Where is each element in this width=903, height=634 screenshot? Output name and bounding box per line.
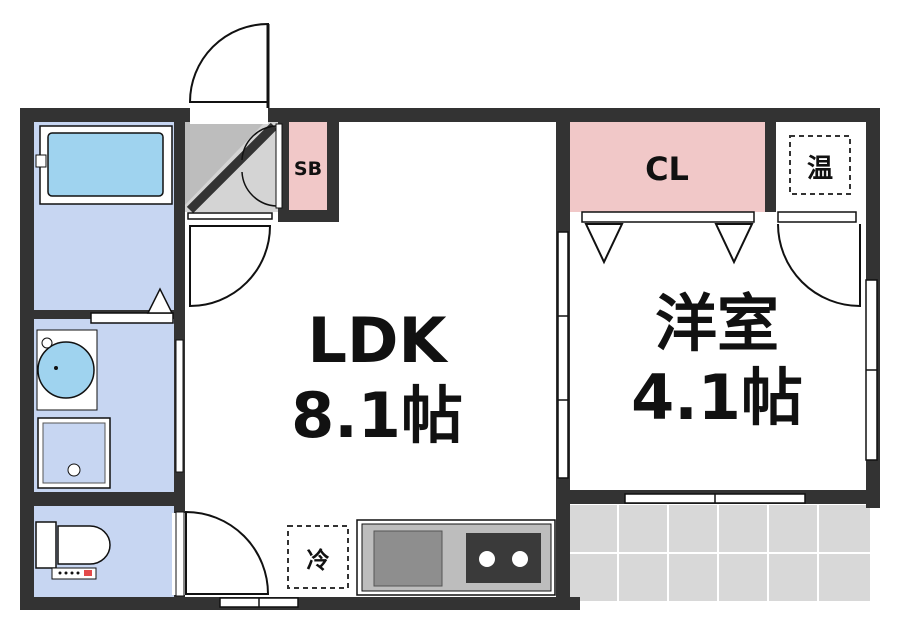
drain-icon <box>67 463 81 477</box>
closet-door-right[interactable] <box>714 223 754 265</box>
stove-icon <box>466 533 541 583</box>
sb-door-frame <box>275 123 283 209</box>
bathtub <box>47 132 164 197</box>
ldk-door-swing[interactable] <box>189 225 272 308</box>
fridge-space <box>287 525 349 589</box>
shoe-box-label: SB <box>294 158 322 180</box>
front-door-gap <box>190 104 268 124</box>
washroom-sliding-door[interactable] <box>175 339 184 473</box>
shoe-box <box>289 122 327 210</box>
toilet-door-frame <box>175 511 185 597</box>
burner-icon <box>479 551 495 567</box>
washbasin-icon <box>37 341 95 399</box>
burner-icon <box>512 551 528 567</box>
bath-faucet-icon <box>35 154 47 168</box>
western-room-name: 洋室 <box>655 287 779 360</box>
sb-door-upper[interactable] <box>241 125 277 161</box>
toilet-door-swing[interactable] <box>185 510 270 595</box>
balcony-tiles <box>570 505 870 601</box>
ldk-size: 8.1帖 <box>291 379 463 452</box>
sb-door-lower[interactable] <box>241 171 277 207</box>
fridge-label: 冷 <box>307 547 330 574</box>
water-heater-label: 温 <box>807 154 833 184</box>
entrance-step-edge <box>186 122 278 214</box>
heater-door-rail <box>777 211 857 223</box>
sink-icon <box>373 530 443 587</box>
closet-label: CL <box>645 150 689 188</box>
toilet-icon <box>35 521 111 580</box>
ldk-name: LDK <box>307 304 448 377</box>
ldk-door-frame <box>187 212 273 220</box>
water-heater-box <box>789 135 851 195</box>
western-room-sliding-door[interactable] <box>557 231 569 479</box>
closet-door-left[interactable] <box>584 223 624 265</box>
closet-door-rail <box>581 211 755 223</box>
western-room-door-swing[interactable] <box>777 223 861 308</box>
bath-sliding-door[interactable] <box>90 312 174 324</box>
bath-door-marker <box>146 287 174 314</box>
entrance-step <box>185 122 265 205</box>
closet <box>570 122 765 212</box>
western-room-size: 4.1帖 <box>631 361 803 434</box>
front-door-swing[interactable] <box>188 22 269 103</box>
